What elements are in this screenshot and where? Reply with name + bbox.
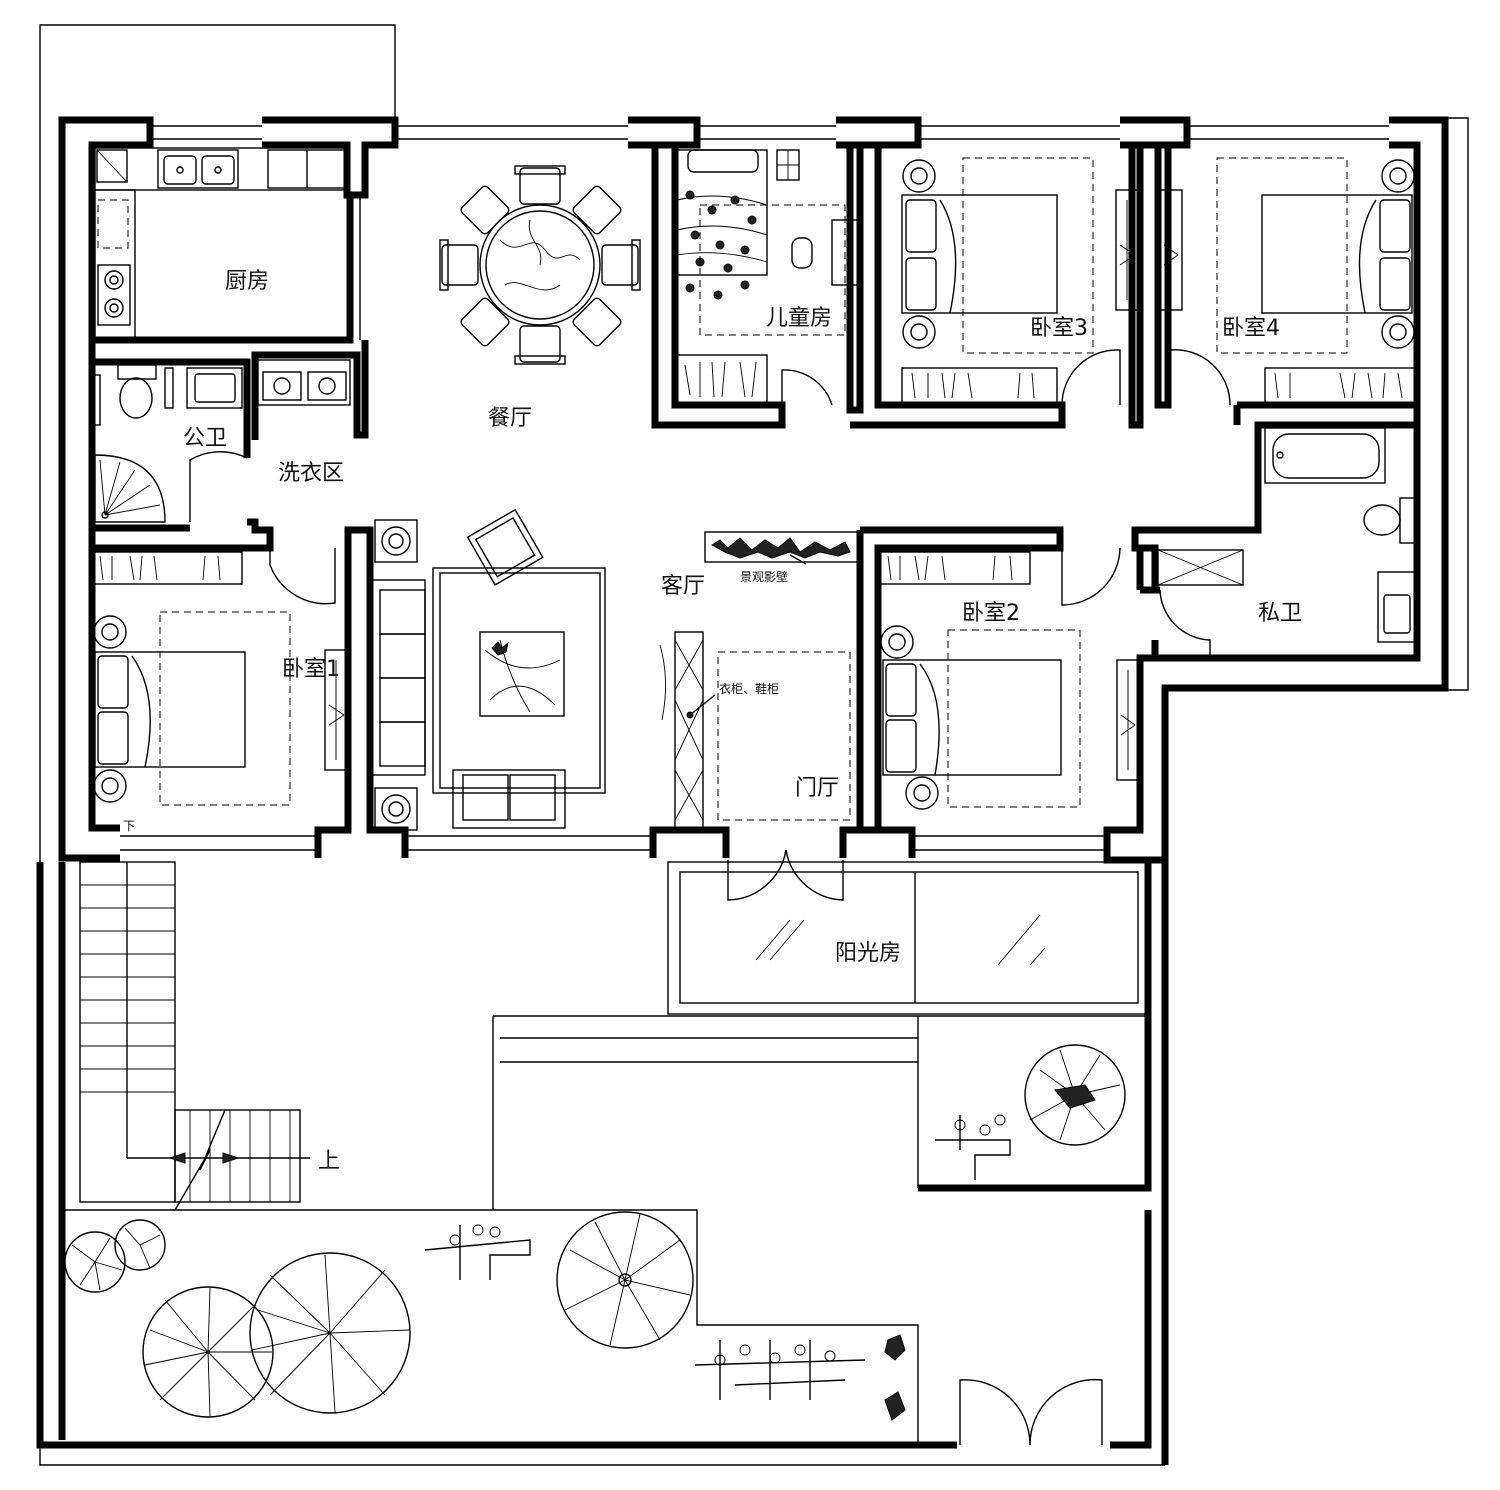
courtyard-tree	[1024, 1044, 1126, 1146]
interior-walls	[92, 145, 1421, 834]
dining-label: 餐厅	[488, 406, 532, 431]
sunroom	[667, 861, 1149, 1015]
dining-chair	[460, 297, 510, 347]
feature-wall-label: 景观影壁	[740, 569, 788, 584]
bedroom4-label: 卧室4	[1222, 316, 1280, 341]
dining-chair	[572, 297, 622, 347]
large-tree	[249, 1252, 411, 1414]
site-boundary	[39, 24, 1469, 1466]
bedroom4-furniture	[1159, 157, 1416, 404]
dining-chair	[514, 165, 566, 205]
public-bath-label: 公卫	[183, 426, 227, 451]
shrub-cluster	[935, 1114, 1011, 1180]
kitchen-label: 厨房	[225, 269, 269, 294]
living-label: 客厅	[661, 574, 705, 599]
bedroom2-furniture	[879, 551, 1140, 810]
large-tree	[142, 1286, 274, 1418]
laundry-fixtures	[257, 359, 351, 406]
shrub-cluster	[424, 1224, 531, 1280]
laundry-label: 洗衣区	[278, 461, 344, 486]
kids-room-furniture	[676, 149, 861, 404]
stairs	[79, 861, 310, 1211]
shrub-row	[694, 1334, 906, 1421]
room-labels: 厨房 餐厅 儿童房 卧室3 卧室4 公卫 洗衣区 卧室1 客厅 卧室2 私卫 门…	[123, 269, 1302, 1174]
dining-chair	[439, 239, 479, 291]
public-bath-fixtures	[91, 364, 243, 523]
door-swings	[189, 195, 1231, 901]
bedroom1-furniture	[91, 551, 348, 806]
kids-room-label: 儿童房	[766, 306, 832, 331]
bedroom1-label: 卧室1	[282, 657, 340, 682]
sunroom-label: 阳光房	[835, 941, 901, 966]
foyer-label: 门厅	[795, 776, 839, 801]
dining-chair	[514, 325, 566, 365]
wardrobe-label: 衣柜、鞋柜	[719, 681, 779, 696]
dining-chair	[460, 185, 510, 235]
dining-chair	[572, 185, 622, 235]
dining-table-set	[439, 165, 641, 365]
tree-group-left	[64, 1219, 166, 1293]
stair-treads	[80, 884, 175, 1093]
stair-down-label: 下	[123, 819, 135, 833]
kitchen-furniture	[94, 147, 347, 341]
bedding-pattern	[685, 190, 757, 300]
private-bath-label: 私卫	[1258, 601, 1302, 626]
foyer-furniture	[659, 554, 851, 829]
stair-up-label: 上	[318, 1149, 340, 1174]
private-bath-fixtures	[1157, 427, 1416, 643]
feature-wall	[704, 531, 859, 563]
bedroom3-furniture	[901, 157, 1139, 404]
living-room-furniture	[369, 508, 606, 831]
bedroom2-label: 卧室2	[962, 601, 1020, 626]
yard-walls	[36, 860, 1169, 1465]
dining-chair	[601, 239, 641, 291]
round-tree	[556, 1211, 694, 1349]
bedroom3-label: 卧室3	[1030, 316, 1088, 341]
